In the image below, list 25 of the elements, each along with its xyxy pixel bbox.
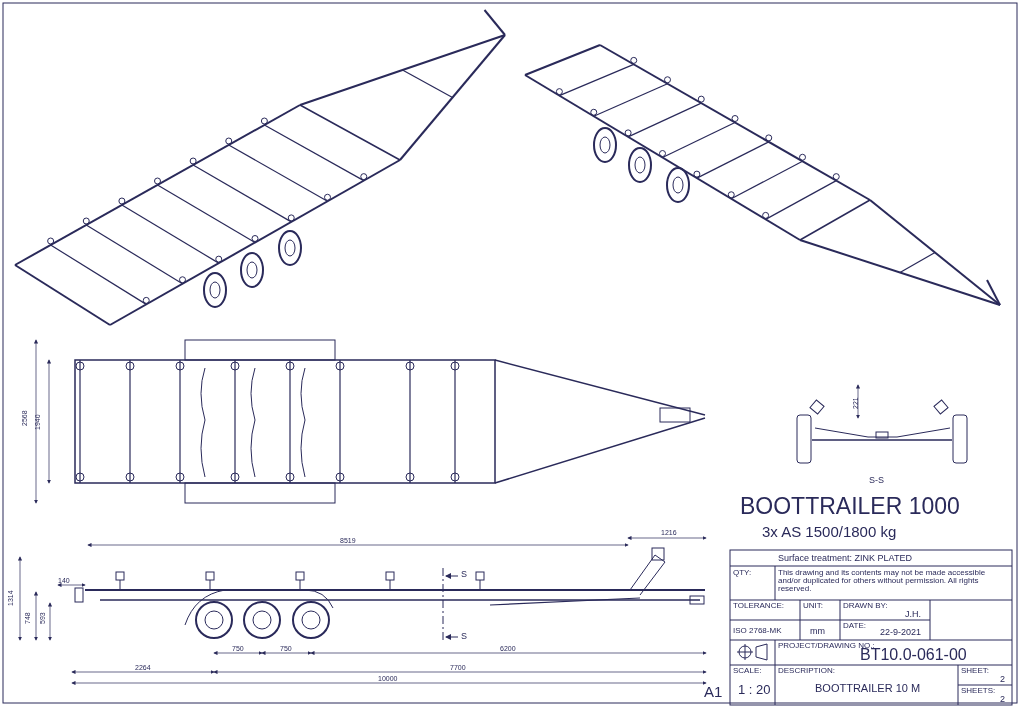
drawing-subtitle: 3x AS 1500/1800 kg	[762, 524, 897, 539]
field-caption: TOLERANCE:	[733, 602, 784, 610]
field-caption: DESCRIPTION:	[778, 667, 835, 675]
scale-value: 1 : 20	[738, 683, 771, 696]
field-caption: SHEETS:	[961, 687, 996, 695]
section-label: S	[461, 570, 467, 579]
section-label: S	[461, 632, 467, 641]
drawing-title: BOOTTRAILER 1000	[740, 495, 960, 518]
field-value: 22-9-2021	[880, 628, 922, 637]
copyright-notice: This drawing and its contents may not be made accessible and/or duplicated for others without permission. All rights reserved.	[778, 569, 987, 593]
field-caption: SHEET:	[961, 667, 989, 675]
field-caption: UNIT:	[803, 602, 823, 610]
field-caption: QTY:	[733, 569, 752, 577]
field-caption: DATE:	[843, 622, 866, 630]
section-label: S-S	[869, 476, 884, 485]
field-value: 2	[1000, 675, 1005, 684]
field-value: 2	[1000, 695, 1005, 704]
field-value: mm	[810, 627, 825, 636]
surface-treatment-text: Surface treatment: ZINK PLATED	[778, 554, 912, 563]
field-caption: DRAWN BY:	[843, 602, 888, 610]
field-caption: SCALE:	[733, 667, 762, 675]
field-value: ISO 2768-MK	[733, 627, 782, 635]
field-value: J.H.	[905, 610, 921, 619]
sheet-size-label: A1	[704, 684, 723, 699]
drawing-description: BOOTTRAILER 10 M	[815, 683, 921, 694]
